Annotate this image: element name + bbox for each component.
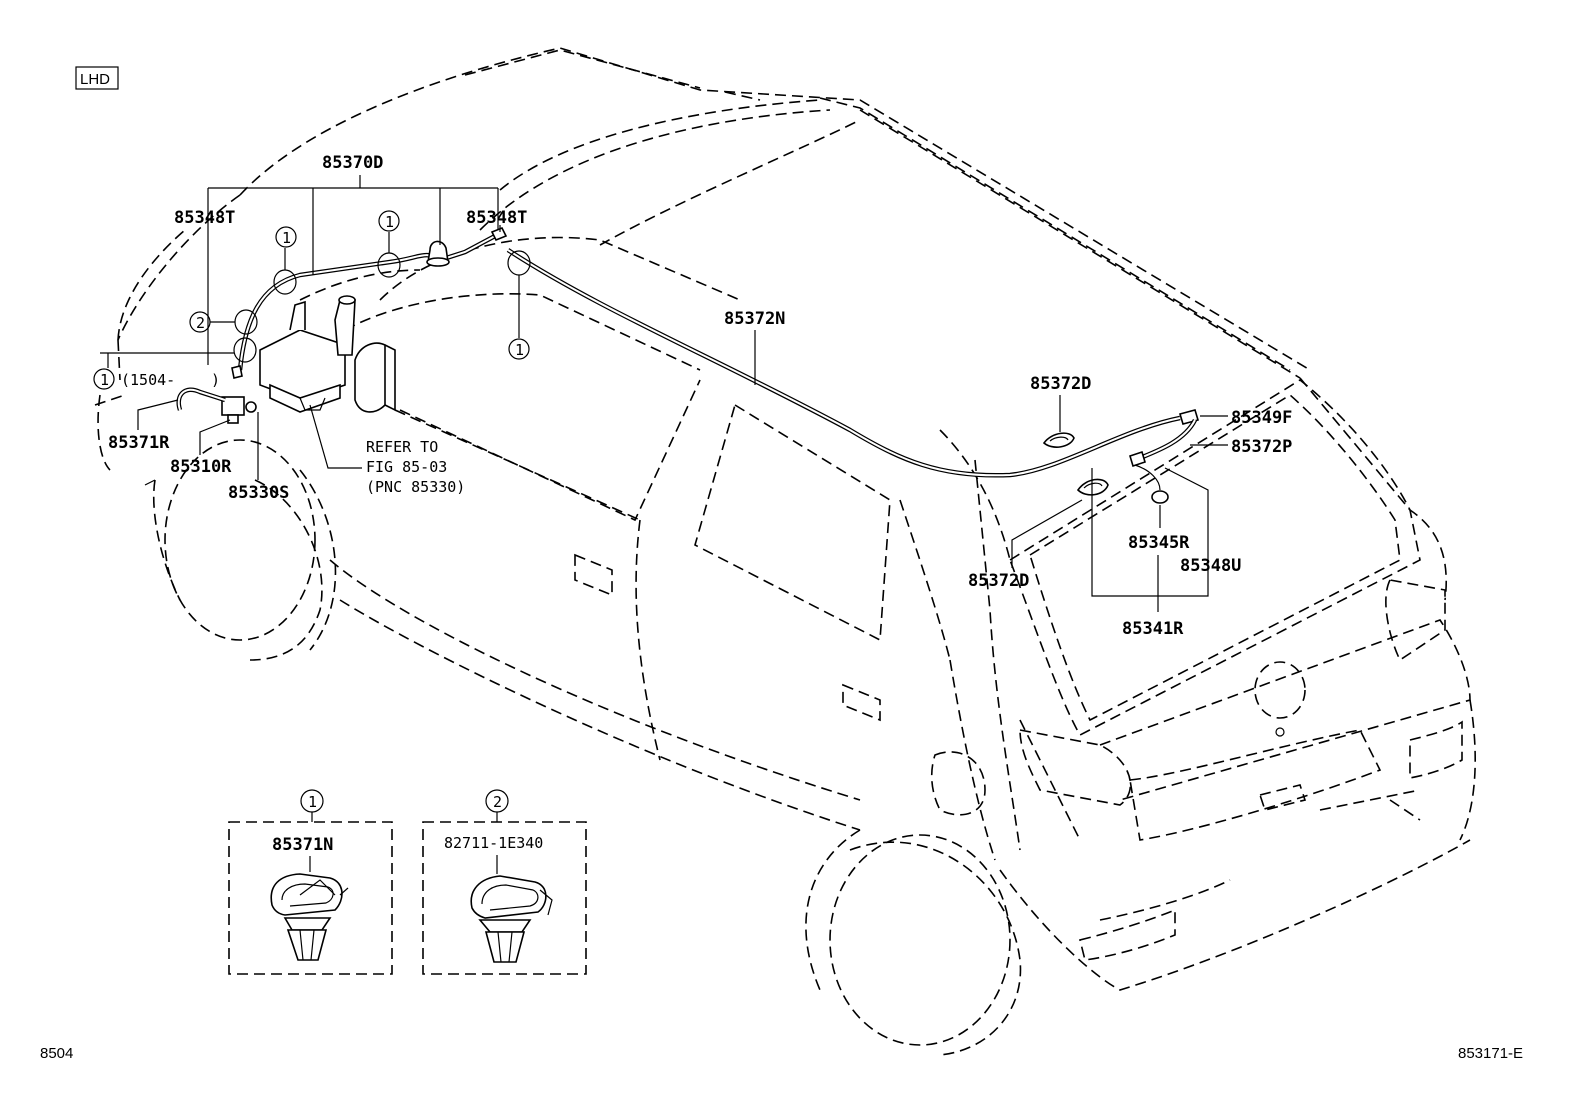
label-85372N: 85372N <box>724 309 785 329</box>
washer-pump <box>221 396 257 424</box>
ref-1-c: 1 <box>515 341 524 359</box>
date-note: (1504- <box>121 371 175 389</box>
label-85371R: 85371R <box>108 433 170 453</box>
ref-2-a: 2 <box>196 314 205 332</box>
leader-lines <box>94 175 1228 612</box>
inset-2-part: 82711-1E340 <box>444 834 543 852</box>
footer-left: 8504 <box>40 1045 73 1062</box>
grommet-85372D-top <box>1042 432 1075 448</box>
inset-1-part: 85371N <box>272 835 333 855</box>
label-85341R: 85341R <box>1122 619 1184 639</box>
label-85345R: 85345R <box>1128 533 1190 553</box>
label-85348T-left: 85348T <box>174 208 235 228</box>
grommet-85372D-bottom <box>1076 478 1109 496</box>
circle-refs: 1 1 1 2 1 <box>93 210 530 390</box>
ref-1-b: 1 <box>385 213 394 231</box>
refer-note-line2: FIG 85-03 <box>366 458 447 476</box>
label-85372P: 85372P <box>1231 437 1292 457</box>
hose-85372P <box>1139 418 1198 461</box>
label-85330S: 85330S <box>228 483 289 503</box>
refer-note-line3: (PNC 85330) <box>366 478 465 496</box>
svg-text:): ) <box>211 371 220 389</box>
inset-2: 2 82711-1E340 <box>422 789 587 975</box>
inset-1-ref: 1 <box>308 793 317 811</box>
ref-1-a: 1 <box>282 229 291 247</box>
joint-85348T-right <box>490 226 508 242</box>
washer-tank <box>259 295 356 413</box>
part-labels: 85370D 85348T 85348T 85372N 85372D 85349… <box>108 153 1292 639</box>
hose-clip-markers <box>233 250 531 363</box>
joint-85348U <box>1129 450 1146 468</box>
label-85348T-right: 85348T <box>466 208 527 228</box>
inset-2-ref: 2 <box>493 793 502 811</box>
washer-nozzle <box>426 240 450 267</box>
lhd-tag: LHD <box>75 66 119 90</box>
joint-85348T-left <box>231 365 243 379</box>
label-85372D-bottom: 85372D <box>968 571 1029 591</box>
label-85349F: 85349F <box>1231 408 1292 428</box>
rear-nozzle-85345R <box>1134 464 1169 504</box>
car-body-outline <box>97 47 1476 1056</box>
label-85372D-top: 85372D <box>1030 374 1091 394</box>
ref-1-d: 1 <box>100 371 109 389</box>
lhd-text: LHD <box>80 71 110 88</box>
footer-right: 853171-E <box>1458 1045 1523 1062</box>
label-85310R: 85310R <box>170 457 232 477</box>
inset-1: 1 85371N <box>228 789 393 975</box>
label-85370D: 85370D <box>322 153 383 173</box>
hose-85372N <box>506 248 1181 478</box>
refer-note-line1: REFER TO <box>366 438 438 456</box>
label-85348U: 85348U <box>1180 556 1241 576</box>
